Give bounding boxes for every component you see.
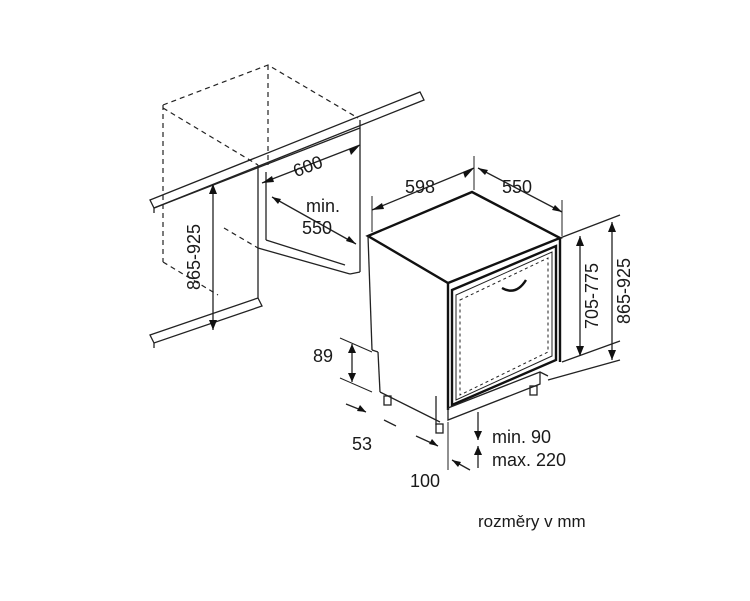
label-plinth-offset: 53 — [352, 434, 372, 454]
label-appliance-height-a: 705-775 — [582, 263, 602, 329]
label-door-gap-min: min. 90 — [492, 427, 551, 447]
label-door-gap-max: max. 220 — [492, 450, 566, 470]
label-appliance-depth: 550 — [502, 177, 532, 197]
label-foot-offset: 100 — [410, 471, 440, 491]
label-niche-depth-min: min. — [306, 196, 340, 216]
label-plinth-height: 89 — [313, 346, 333, 366]
label-appliance-width: 598 — [405, 177, 435, 197]
kitchen-niche — [149, 64, 425, 348]
label-appliance-height-b: 865-925 — [614, 258, 634, 324]
dimension-lines — [209, 144, 616, 471]
units-caption: rozměry v mm — [478, 512, 586, 531]
dishwasher-body — [365, 190, 563, 434]
label-niche-width: 600 — [290, 152, 325, 181]
label-niche-height: 865-925 — [184, 224, 204, 290]
side-panel — [547, 214, 621, 381]
label-niche-depth: 550 — [302, 218, 332, 238]
